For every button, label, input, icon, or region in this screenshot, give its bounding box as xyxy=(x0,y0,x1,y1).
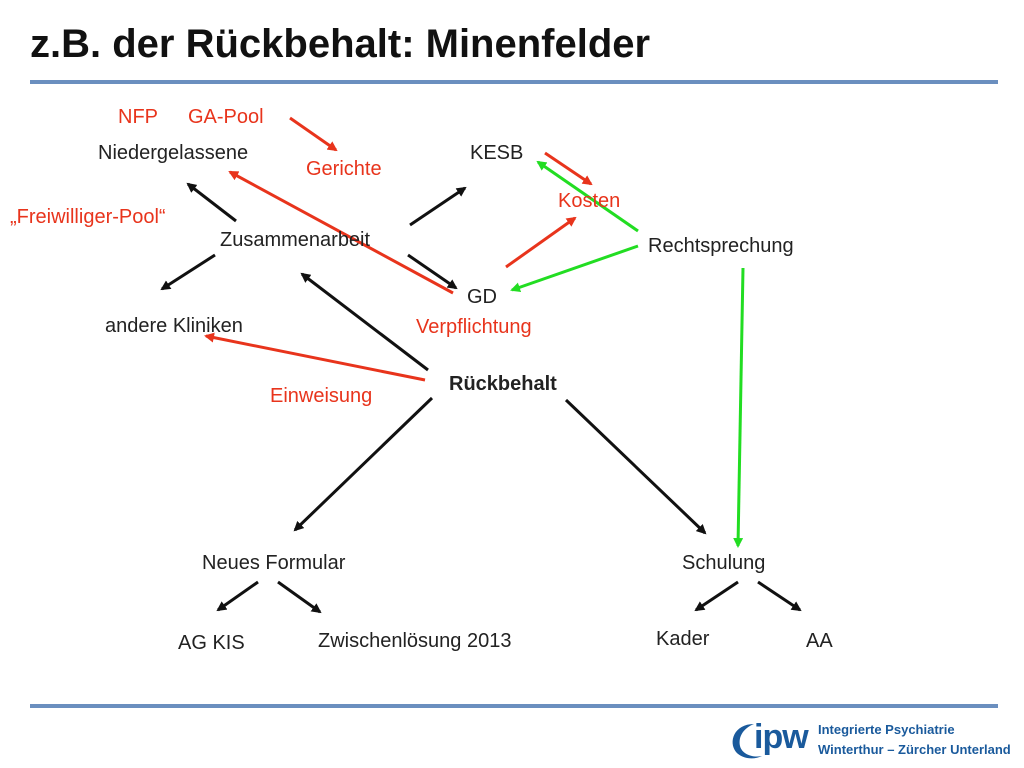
node-zusammenarbeit: Zusammenarbeit xyxy=(220,229,371,251)
title-divider xyxy=(30,80,998,84)
node-rueckbehalt: Rückbehalt xyxy=(449,373,557,395)
node-einweisung: Einweisung xyxy=(270,385,373,407)
arrow-gd-niedergelassene xyxy=(228,170,454,295)
node-aa: AA xyxy=(806,630,833,652)
node-niedergelassene: Niedergelassene xyxy=(98,142,249,164)
logo-swoosh-icon xyxy=(732,724,762,759)
ipw-logo: ipw Integrierte Psychiatrie Winterthur –… xyxy=(724,716,1011,762)
node-andere-kliniken: andere Kliniken xyxy=(105,315,243,337)
logo-brand: ipw xyxy=(754,718,809,756)
node-nfp: NFP xyxy=(118,106,158,128)
arrow-schulung-aa xyxy=(757,580,802,612)
arrow-formular-agkis xyxy=(216,580,259,612)
footer-divider xyxy=(30,704,998,708)
node-rechtsprechung: Rechtsprechung xyxy=(648,235,794,257)
arrow-formular-zwischenloesung xyxy=(277,580,322,614)
node-kosten: Kosten xyxy=(558,190,621,212)
arrow-zusammenarbeit-niedergelassene xyxy=(186,182,237,223)
arrow-rechtsprechung-gd xyxy=(510,244,639,293)
arrow-rechtsprechung-schulung xyxy=(733,267,745,548)
node-gerichte: Gerichte xyxy=(306,158,382,180)
arrow-rueckbehalt-formular xyxy=(293,396,434,532)
node-gd: GD xyxy=(467,286,497,308)
logo-line1: Integrierte Psychiatrie xyxy=(818,722,955,737)
page-title: z.B. der Rückbehalt: Minenfelder xyxy=(30,22,651,66)
arrow-rueckbehalt-zusammenarbeit xyxy=(300,272,429,372)
arrow-gd-kosten xyxy=(505,216,577,269)
node-kesb: KESB xyxy=(470,142,524,164)
arrow-zusammenarbeit-kesb xyxy=(409,186,467,227)
node-kader: Kader xyxy=(656,628,710,650)
logo-line2: Winterthur – Zürcher Unterland xyxy=(818,742,1011,757)
arrow-rueckbehalt-schulung xyxy=(564,398,707,535)
node-zwischenloesung: Zwischenlösung 2013 xyxy=(318,630,512,652)
arrow-rechtsprechung-kesb xyxy=(536,160,639,233)
node-schulung: Schulung xyxy=(682,552,766,574)
arrow-zusammenarbeit-kliniken xyxy=(160,253,216,291)
arrow-kesb-kosten xyxy=(544,151,593,186)
node-neues-formular: Neues Formular xyxy=(202,552,346,574)
node-ag-kis: AG KIS xyxy=(178,632,245,654)
arrow-einweisung-kliniken xyxy=(204,332,426,382)
arrow-zusammenarbeit-gd xyxy=(407,253,458,290)
arrow-schulung-kader xyxy=(694,580,739,612)
node-ga-pool: GA-Pool xyxy=(188,106,264,128)
node-freiwilliger-pool: „Freiwilliger-Pool“ xyxy=(10,206,166,228)
arrow-gapool-gerichte xyxy=(289,116,338,152)
node-verpflichtung: Verpflichtung xyxy=(416,316,532,338)
